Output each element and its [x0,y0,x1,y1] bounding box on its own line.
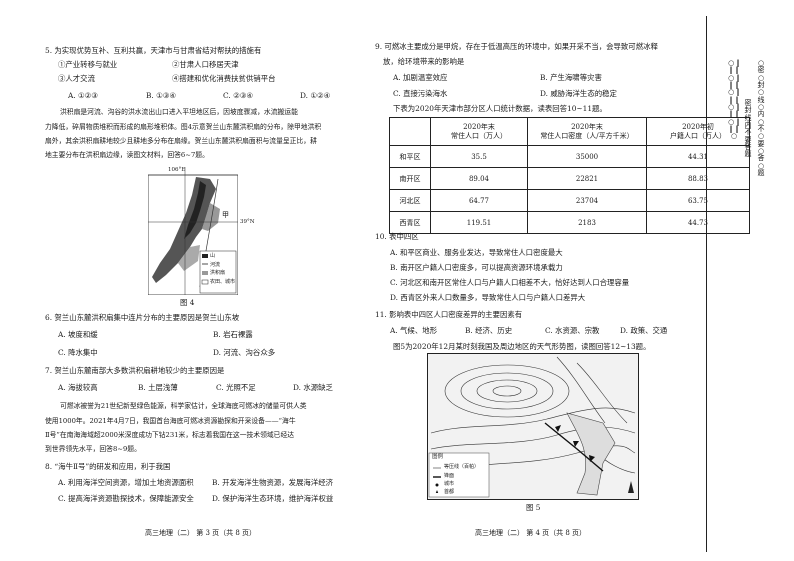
population-table: 2020年末 常住人口（万人） 2020年末 常住人口密度（人/平方千米） 20… [389,117,750,234]
map5-legend-title: 图例 [432,454,444,460]
q5-A: A. ①②③ [68,91,98,100]
table-cell: 23704 [527,189,647,212]
table-header-row: 2020年末 常住人口（万人） 2020年末 常住人口密度（人/平方千米） 20… [389,117,750,146]
table-cell-district: 西青区 [389,211,431,234]
q8-C: C. 提高海洋资源勘探技术，保障能源安全 [58,494,194,503]
q8-A: A. 利用海洋空间资源，增加土地资源面积 [58,478,194,487]
table-cell: 64.77 [430,189,528,212]
passage2-line2: 使用1000年。2021年4月7日，我国首台海底可燃冰资源勘探和开采设备——“海… [45,417,296,425]
q7-A: A. 海拔较高 [58,383,98,392]
passage2-line4: 到世界领先水平，回答8~9题。 [45,445,141,453]
table-row: 南开区 89.04 22821 88.83 [389,167,750,190]
table-cell-district: 和平区 [389,145,431,168]
map5-legend-front: 锋面 [444,473,455,479]
map5-legend-capital: 首都 [444,489,455,495]
isobar-map [427,353,639,500]
q7-stem: 7. 贺兰山东麓南部大多数洪积扇耕地较少的主要原因是 [45,366,225,375]
q9-C: C. 直接污染海水 [393,89,448,98]
table-header-density: 2020年末 常住人口密度（人/平方千米） [527,117,647,146]
q8-B: B. 开发海洋生物资源，发展海洋经济 [212,478,333,487]
left-page-footer: 高三地理（二） 第 3 页（共 8 页） [145,529,257,537]
q11-A: A. 气候、地形 [390,326,437,335]
q5-B: B. ①③④ [146,91,177,100]
passage-line1: 洪积扇是河流、沟谷的洪水流出山口进入平坦地区后，因坡度骤减，水流搬运能 [60,108,298,116]
passage2-line3: Ⅱ号”在南海海域超2000米深度成功下钻231米，标志着我国在这一技术领域已经达 [45,431,295,439]
binding-dashes-left: ○ ‖ ‖ ‖ ○ ‖ ‖ ‖ ○ ‖ ‖ ‖ ○ ‖ ‖ ‖ ○ ‖ ‖ ‖ … [728,59,740,141]
map5-legend-city: 城市 [444,481,455,487]
q11-D: D. 政策、交通 [620,326,668,335]
q10-B: B. 南开区户籍人口密度多，可以提高资源环境承载力 [390,263,563,272]
map4-legend-mountain: 山 [210,253,216,259]
q5-stem: 5. 为实现优势互补、互利共赢，天津市与甘肃省结对帮扶的措施有 [45,46,262,55]
map4-legend-fan: 洪积扇 [210,270,226,276]
q5-C: C. ②③④ [223,91,253,100]
binding-dashes-right: ○ 密 ○ 封 ○ 线 ○ 内 ○ 不 ○ 要 ○ 答 ○ 题 [757,59,765,178]
passage-line4: 地主要分布在洪积扇边缘，读图文材料，回答6~7题。 [45,151,209,159]
passage-line3: 扇外，其余洪积扇耕地较少且耕地多分布在扇缘。贺兰山东麓洪积扇面积与流量呈正比，耕 [45,137,317,145]
map4-latitude-label: 39°N [240,219,255,225]
q11-B: B. 经济、历史 [465,326,513,335]
q7-D: D. 水源缺乏 [293,383,333,392]
table-row: 西青区 119.51 2183 44.73 [389,211,750,234]
passage2-line1: 可燃冰被誉为21世纪新型绿色能源，科学家估计，全球海底可燃冰的储量可供人类 [60,402,307,410]
table-cell-district: 河北区 [389,189,431,212]
weather-map-figure-5: 图例 等压线（百帕） 锋面 城市 首都 [427,353,639,500]
alluvial-fan-map [147,167,239,296]
table-cell: 63.75 [646,189,750,212]
table-cell: 44.31 [646,145,750,168]
map4-legend-farmland: 农田、城市 [210,279,236,285]
table-cell: 35000 [527,145,647,168]
table-cell-district: 南开区 [389,167,431,190]
q6-B: B. 岩石裸露 [213,330,253,339]
q5-D: D. ①②④ [300,91,331,100]
q7-C: C. 光照不足 [216,383,256,392]
map4-legend-river: 河流 [210,262,221,268]
table-cell: 44.73 [646,211,750,234]
map5-legend-isobar: 等压线（百帕） [444,464,480,470]
q9-B: B. 产生海啸等灾害 [540,73,602,82]
q9-A: A. 加剧温室效应 [393,73,448,82]
map-figure-4: 106°E 39°N 甲 山 河流 洪积扇 农田、城市 [147,167,255,296]
table-cell: 35.5 [430,145,528,168]
table-cell: 88.83 [646,167,750,190]
table-header-resident-pop: 2020年末 常住人口（万人） [430,117,528,146]
q8-D: D. 保护海洋生态环境，维护海洋权益 [212,494,334,503]
q9-stem-line1: 9. 可燃冰主要成分是甲烷，存在于低温高压的环境中，如果开采不当，会导致可燃冰释 [375,42,658,51]
table-cell: 22821 [527,167,647,190]
q7-B: B. 土层浅薄 [138,383,178,392]
q6-stem: 6. 贺兰山东麓洪积扇集中连片分布的主要原因是贺兰山东坡 [45,313,240,322]
q6-A: A. 坡度和缓 [58,330,98,339]
q10-C: C. 河北区和南开区常住人口与户籍人口相差不大，恰好达到人口合理容量 [390,278,630,287]
q10-A: A. 和平区商业、服务业发达，导致常住人口密度最大 [390,248,563,257]
map5-caption: 图 5 [526,503,541,512]
map4-longitude-label: 106°E [168,167,186,173]
fig5-intro: 图5为2020年12月某时刻我国及周边地区的天气形势图，读图回答12~13题。 [393,342,651,351]
q5-opt2: ②甘肃人口移居天津 [172,60,239,69]
table-row: 和平区 35.5 35000 44.31 [389,145,750,168]
page-border-line [706,16,707,552]
q10-stem: 10. 表中四区 [375,232,419,241]
table-cell: 89.04 [430,167,528,190]
table-row: 河北区 64.77 23704 63.75 [389,189,750,212]
q11-C: C. 水资源、宗教 [545,326,600,335]
table-cell: 119.51 [430,211,528,234]
right-page-footer: 高三地理（二） 第 4 页（共 8 页） [475,529,587,537]
map4-place-label: 甲 [222,211,229,219]
q8-stem: 8. “海牛Ⅱ号”的研发和应用，利于我国 [45,462,171,471]
q9-D: D. 威胁海洋生态的稳定 [540,89,617,98]
binding-notice: 密 封 线 内 不 要 答 题 [744,99,752,159]
map4-caption: 图 4 [180,298,195,307]
q6-D: D. 河流、沟谷众多 [213,348,276,357]
q10-D: D. 西青区外来人口数量多，导致常住人口与户籍人口差异大 [390,293,586,302]
q6-C: C. 降水集中 [58,348,98,357]
table-header-blank [389,117,431,146]
q9-stem-line2: 放，给环境带来的影响是 [383,57,465,66]
table-cell: 2183 [527,211,647,234]
table-intro: 下表为2020年天津市部分区人口统计数据，读表回答10~11题。 [393,104,607,113]
q5-opt3: ③人才交流 [58,74,95,83]
passage-line2: 力降低，碎屑物质堆积而形成的扇形堆积体。图4示意贺兰山东麓洪积扇的分布，除甲地洪… [45,123,322,131]
q5-opt4: ④搭建和优化消费扶贫供销平台 [172,74,276,83]
q11-stem: 11. 影响表中四区人口密度差异的主要因素有 [375,310,523,319]
q5-opt1: ①产业转移与就业 [58,60,118,69]
